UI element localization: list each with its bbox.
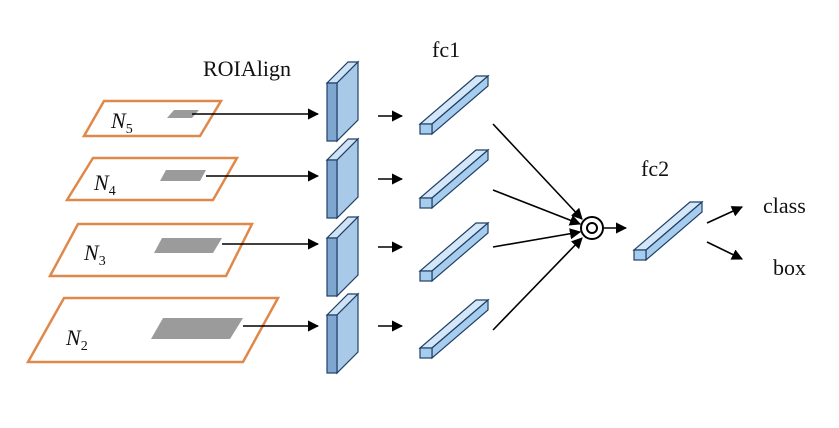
fc1-label: fc1 xyxy=(432,37,460,62)
fc2-label: fc2 xyxy=(641,156,669,181)
arrow-fc1-1-to-fusion xyxy=(492,123,583,220)
roi-n3 xyxy=(154,238,222,253)
roialign-feature-4 xyxy=(325,292,360,375)
pyramid-level-n3: N3 xyxy=(47,222,255,278)
pyramid-level-n4: N4 xyxy=(64,156,240,202)
arrow-fc2-to-class xyxy=(706,206,744,224)
arrow-fc1-2-to-fusion xyxy=(492,189,582,226)
output-box-label: box xyxy=(773,255,806,280)
pyramid-level-n2: N2 xyxy=(25,296,281,364)
roialign-feature-2 xyxy=(325,137,360,220)
pyramid-level-n5: N5 xyxy=(81,99,224,138)
level-label-n5: N5 xyxy=(110,108,133,137)
arrow-fc2-to-box xyxy=(706,241,744,260)
plane-n4 xyxy=(64,156,240,202)
plane-n5 xyxy=(81,99,224,138)
roi-n4 xyxy=(160,170,206,181)
arrow-fc1-3-to-fusion xyxy=(492,228,582,248)
roi-n5 xyxy=(167,110,199,118)
roi-n2 xyxy=(151,318,243,339)
level-label-n2: N2 xyxy=(65,325,88,354)
plane-n3 xyxy=(47,222,255,278)
fc2-bar xyxy=(632,200,704,262)
fc1-bar-2 xyxy=(418,148,490,210)
output-class-label: class xyxy=(763,193,806,218)
roialign-label: ROIAlign xyxy=(203,56,291,81)
arrow-fc1-4-to-fusion xyxy=(492,237,583,331)
plane-n2 xyxy=(25,296,281,364)
fc1-bar-4 xyxy=(418,298,490,360)
roialign-feature-1 xyxy=(325,60,360,143)
fc1-bar-3 xyxy=(418,221,490,283)
roialign-feature-3 xyxy=(325,215,360,298)
fusion-operator-icon xyxy=(580,216,604,240)
fc1-bar-1 xyxy=(418,74,490,136)
level-label-n3: N3 xyxy=(83,240,106,269)
level-label-n4: N4 xyxy=(93,170,116,199)
